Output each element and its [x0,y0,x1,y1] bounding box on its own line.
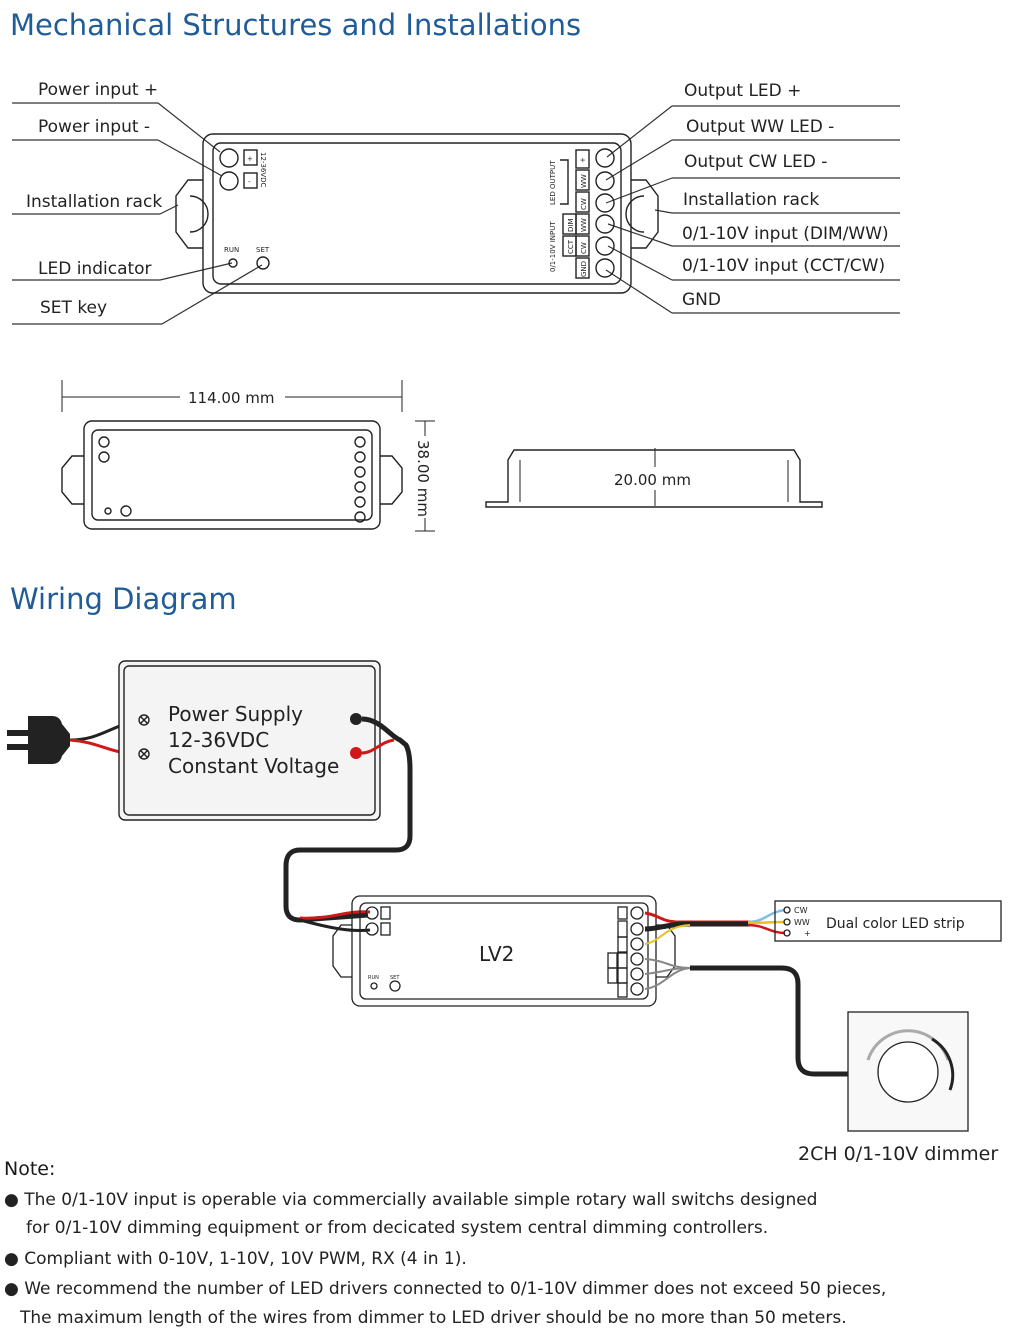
device-led-output-label: LED OUTPUT [549,160,557,205]
dimension-top-view [61,380,435,532]
note-item-3b: The maximum length of the wires from dim… [20,1308,847,1328]
label-input-cct-cw: 0/1-10V input (CCT/CW) [682,256,886,276]
dimmer-label: 2CH 0/1-10V dimmer [798,1143,998,1165]
lv2-controller [332,895,676,1007]
label-set-key: SET key [40,298,108,318]
label-output-ww: Output WW LED - [686,117,835,137]
device-terminal-plus: + [579,157,587,163]
device-top-view [175,133,659,294]
plug-icon [7,716,70,764]
psu-output-positive [350,747,362,759]
psu-line1: Power Supply [168,702,303,726]
dimension-length: 114.00 mm [188,389,274,407]
label-installation-rack-left: Installation rack [26,192,163,212]
device-terminal-cw: CW [580,198,588,210]
label-power-input-plus: Power input + [38,80,159,100]
device-terminal-dim: DIM [567,219,575,233]
strip-terminal-plus: + [804,929,811,938]
strip-label: Dual color LED strip [826,916,965,932]
label-led-indicator: LED indicator [38,259,152,279]
device-terminal-gnd: GND [580,261,588,277]
device-minus: - [248,178,251,186]
note-item-3: ● We recommend the number of LED drivers… [4,1279,887,1299]
device-input-label: 0/1-10V INPUT [549,221,557,272]
device-run-label: RUN [224,246,239,254]
dimmer-switch [847,1011,969,1132]
label-input-dim-ww: 0/1-10V input (DIM/WW) [682,224,889,244]
section-title-mechanical: Mechanical Structures and Installations [10,8,582,42]
device-terminal-cw2: CW [580,242,588,254]
note-item-2: ● Compliant with 0-10V, 1-10V, 10V PWM, … [4,1249,467,1269]
strip-terminal-ww: WW [794,918,810,927]
label-output-cw: Output CW LED - [684,152,828,172]
dimension-side-view [485,448,823,508]
power-supply-box [118,660,381,821]
device-terminal-ww: WW [580,174,588,188]
psu-line3: Constant Voltage [168,754,339,778]
label-output-led-plus: Output LED + [684,81,802,101]
device-plus: + [247,155,253,163]
note-item-1b: for 0/1-10V dimming equipment or from de… [26,1218,769,1238]
device-set-label: SET [256,246,270,254]
label-installation-rack-right: Installation rack [683,190,820,210]
strip-terminal-cw: CW [794,906,808,915]
psu-line2: 12-36VDC [168,728,269,752]
led-strip [774,900,1002,942]
device-power-label: 12-36VDC [259,152,267,188]
psu-output-negative [350,713,362,725]
section-title-wiring: Wiring Diagram [10,582,237,616]
controller-name: LV2 [479,942,514,966]
lv2-run: RUN [368,975,379,981]
note-item-1: ● The 0/1-10V input is operable via comm… [4,1190,818,1210]
dimension-height: 20.00 mm [614,471,691,489]
lv2-set: SET [390,975,400,981]
device-terminal-cct: CCT [567,239,575,254]
label-gnd: GND [682,290,721,310]
dimension-width: 38.00 mm [414,440,432,517]
note-title: Note: [4,1158,56,1180]
label-power-input-minus: Power input - [38,117,151,137]
device-terminal-ww2: WW [580,218,588,232]
